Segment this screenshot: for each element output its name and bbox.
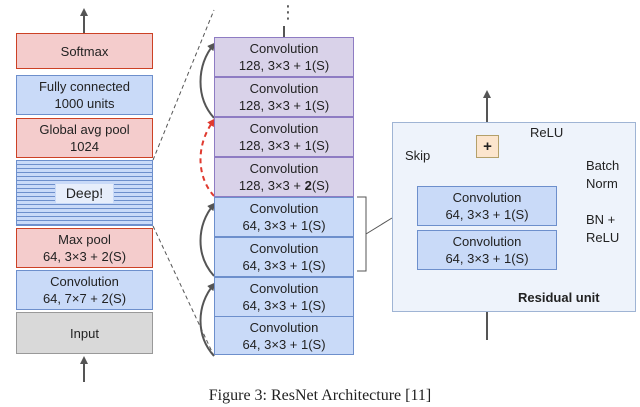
middle-conv-params-prefix: 64, 3×3 + (242, 298, 301, 313)
maxpool-params: 64, 3×3 + 2(S) (42, 249, 127, 264)
residual-conv-top: Convolution 64, 3×3 + 1(S) (417, 186, 557, 226)
zoom-line-top (152, 9, 215, 161)
middle-conv-label: Convolution (249, 319, 319, 335)
residual-conv-top-params: 64, 3×3 + 1(S) (445, 207, 529, 222)
middle-conv-params: 64, 3×3 + 1(S) (242, 257, 325, 274)
residual-conv-bottom-params: 64, 3×3 + 1(S) (445, 251, 529, 266)
middle-conv-params: 64, 3×3 + 1(S) (242, 217, 325, 234)
input-label: Input (70, 325, 99, 341)
fully-connected-layer: Fully connected 1000 units (16, 75, 153, 115)
deep-block: Deep! (16, 160, 153, 226)
middle-conv-params-prefix: 128, 3×3 + (238, 58, 305, 73)
middle-conv-params-prefix: 128, 3×3 + (238, 138, 305, 153)
middle-conv-params-prefix: 64, 3×3 + (242, 258, 301, 273)
middle-conv-params-suffix: 1(S) (301, 258, 326, 273)
residual-conv-bottom-label: Convolution (452, 234, 522, 249)
skip-arc-dashed (199, 118, 216, 197)
figure-caption: Figure 3: ResNet Architecture [11] (208, 387, 432, 404)
middle-conv-params-suffix: 1(S) (304, 138, 330, 153)
bn-relu-label-1: BN + (586, 212, 616, 227)
middle-conv-label: Convolution (249, 41, 319, 56)
middle-conv-label: Convolution (249, 201, 319, 216)
bracket-connector (365, 217, 393, 235)
middle-conv-params-prefix: 128, 3×3 + (238, 98, 305, 113)
gap-label: Global avg pool (39, 122, 130, 137)
middle-conv-params-prefix: 128, 3×3 + (238, 178, 305, 193)
middle-conv-params-suffix: 1(S) (304, 58, 330, 73)
middle-conv-params: 128, 3×3 + 1(S) (239, 97, 329, 114)
zoom-line-bottom (152, 225, 215, 357)
skip-arc-3 (199, 42, 216, 119)
middle-conv-params-suffix: (S) (311, 178, 330, 193)
middle-conv-params: 128, 3×3 + 1(S) (239, 57, 329, 74)
relu-label: ReLU (530, 125, 564, 140)
skip-arc-1 (199, 282, 216, 357)
batch-norm-label-1: Batch (586, 158, 620, 173)
softmax-label: Softmax (60, 43, 109, 59)
global-avg-pool-layer: Global avg pool 1024 (16, 118, 153, 158)
input-layer: Input (16, 312, 153, 354)
middle-conv-label: Convolution (249, 161, 319, 176)
middle-conv-stride-highlight: 2 (304, 178, 312, 193)
middle-conv-label: Convolution (249, 241, 319, 256)
gap-size: 1024 (70, 139, 99, 154)
skip-label: Skip (405, 148, 431, 163)
middle-conv-params: 128, 3×3 + 1(S) (239, 137, 329, 154)
middle-conv-label: Convolution (249, 121, 319, 136)
middle-conv-params-suffix: 1(S) (304, 98, 330, 113)
bracket (357, 196, 367, 272)
maxpool-label: Max pool (58, 232, 111, 247)
conv-label: Convolution (50, 274, 119, 289)
middle-conv-label: Convolution (249, 81, 319, 96)
max-pool-layer: Max pool 64, 3×3 + 2(S) (16, 228, 153, 268)
deep-label: Deep! (54, 182, 115, 204)
middle-conv-params-suffix: 1(S) (301, 298, 326, 313)
addition-node: + (476, 135, 499, 158)
middle-conv-params-suffix: 1(S) (301, 336, 326, 352)
middle-conv-params: 64, 3×3 + 1(S) (242, 297, 325, 314)
first-convolution-layer: Convolution 64, 7×7 + 2(S) (16, 270, 153, 310)
middle-conv-params-prefix: 64, 3×3 + (242, 218, 301, 233)
skip-arc-2 (199, 202, 216, 277)
fc-label: Fully connected (38, 79, 131, 94)
middle-conv-params-suffix: 1(S) (301, 218, 326, 233)
residual-unit-title: Residual unit (518, 290, 600, 305)
middle-conv-params: 64, 3×3 + 1(S) (242, 336, 325, 353)
middle-conv-params-prefix: 64, 3×3 + (242, 336, 301, 352)
softmax-layer: Softmax (16, 33, 153, 69)
residual-conv-bottom: Convolution 64, 3×3 + 1(S) (417, 230, 557, 270)
residual-conv-top-label: Convolution (452, 190, 522, 205)
middle-conv-label: Convolution (249, 281, 319, 296)
middle-conv-params: 128, 3×3 + 2(S) (239, 177, 329, 194)
batch-norm-label-2: Norm (586, 176, 618, 191)
continuation-dots: ⋮ (279, 2, 297, 22)
fc-units: 1000 units (54, 96, 115, 111)
bn-relu-label-2: ReLU (586, 230, 620, 245)
conv-params: 64, 7×7 + 2(S) (42, 291, 127, 306)
